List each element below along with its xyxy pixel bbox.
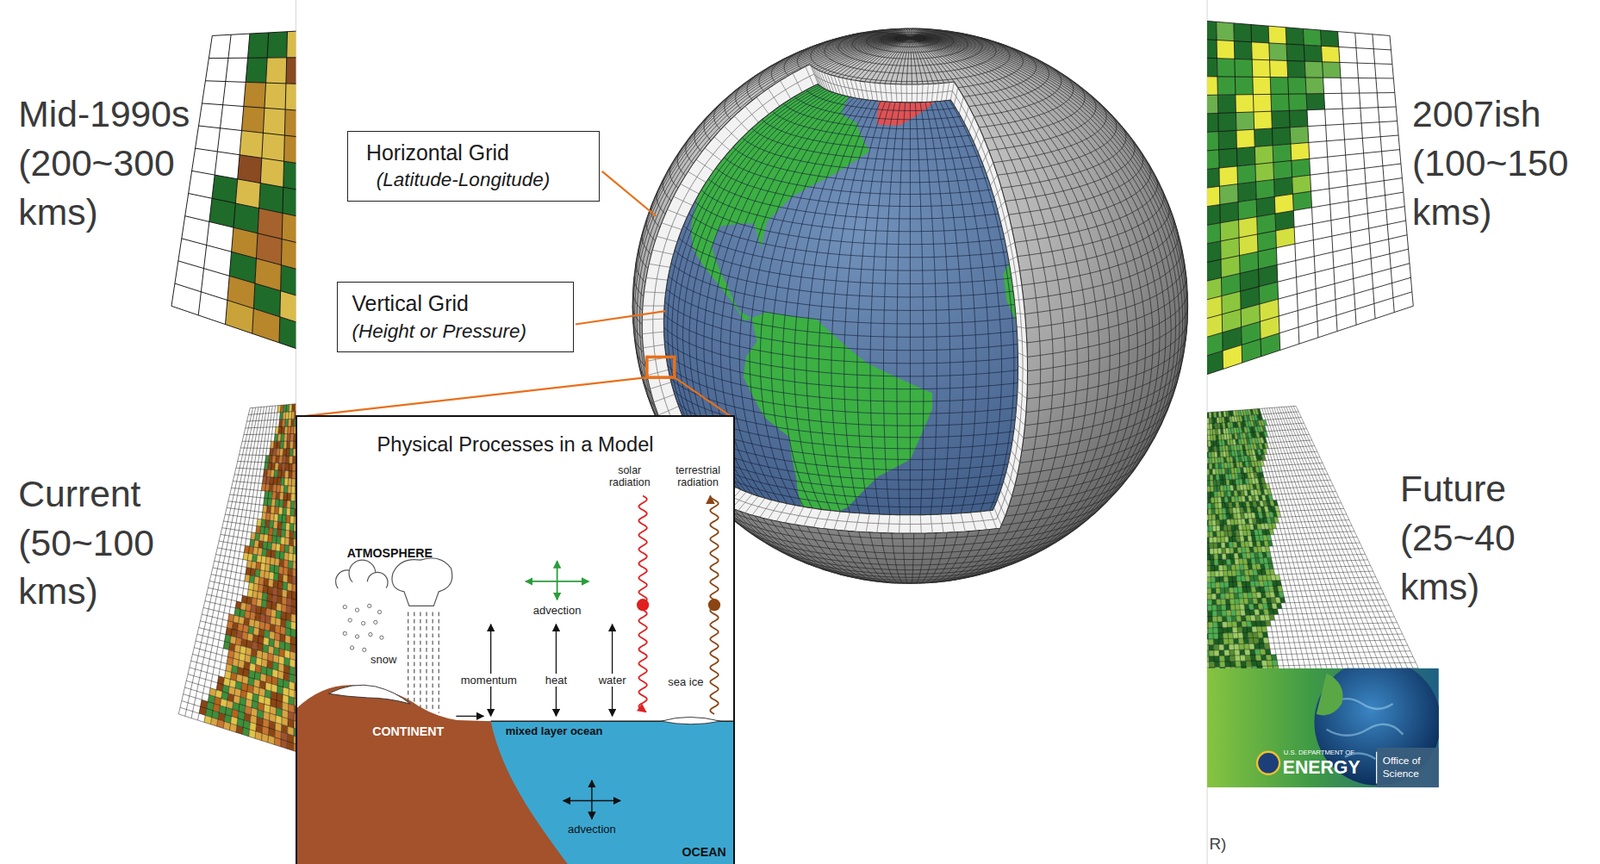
process-label: solar radiation	[604, 464, 654, 489]
rain-streaks	[408, 612, 440, 714]
logo-seal	[1257, 752, 1280, 775]
leader-line	[575, 311, 666, 324]
map-cells	[224, 300, 254, 335]
inset-panel: Physical Processes in a Model	[295, 415, 735, 864]
zoom-marker	[647, 356, 675, 378]
map-grid	[171, 31, 296, 353]
map-cells	[235, 31, 296, 326]
region-label: mixed layer ocean	[505, 724, 604, 739]
continent-shape	[984, 80, 1080, 208]
box-subheading: (Height or Pressure)	[351, 318, 559, 345]
flux-arrow	[555, 624, 557, 717]
radiation-dot	[636, 598, 649, 611]
zoom-line	[674, 377, 731, 417]
runoff-arrow	[455, 715, 484, 717]
resolution-label: Future (25~40 kms)	[1400, 464, 1554, 612]
callout-box: Vertical Grid(Height or Pressure)	[336, 281, 574, 354]
logo-land	[1316, 673, 1344, 716]
process-label: terrestrial radiation	[670, 464, 726, 489]
map-cells	[1207, 28, 1322, 363]
grid-map	[178, 403, 296, 756]
region-label: OCEAN	[682, 845, 727, 860]
cloud-base	[337, 581, 387, 598]
resolution-label: Current (50~100 kms)	[18, 469, 172, 617]
map-cells	[199, 403, 297, 751]
radiation-arrows	[636, 496, 721, 715]
process-label: advection	[567, 822, 617, 837]
logo-text: U.S. DEPARTMENT OF	[1283, 748, 1355, 757]
flux-label: water	[596, 673, 629, 688]
zoom-line	[304, 377, 648, 417]
fragment-text: R)	[1208, 834, 1227, 855]
snow-cloud	[336, 560, 388, 598]
box-subheading: (Latitude-Longitude)	[376, 167, 581, 193]
flux-arrow	[611, 624, 613, 717]
process-label: sea ice	[667, 675, 704, 690]
doe-logo	[1207, 668, 1439, 789]
storm-cloud	[392, 558, 453, 606]
box-heading: Horizontal Grid	[366, 138, 581, 169]
resolution-label: 2007ish (100~150 kms)	[1412, 89, 1594, 237]
grid-map	[171, 31, 296, 353]
process-label: snow	[370, 653, 397, 667]
logo-office-band	[1376, 747, 1439, 788]
box-heading: Physical Processes in a Model	[297, 431, 733, 460]
map-grid	[1207, 405, 1419, 673]
box-heading: Vertical Grid	[351, 289, 559, 319]
callout-box: Horizontal Grid(Latitude-Longitude)	[347, 130, 601, 203]
leader-line	[602, 171, 657, 217]
map-cells	[255, 208, 282, 266]
resolution-label: Mid-1990s (200~300 kms)	[18, 89, 200, 237]
radiation-dot	[708, 598, 721, 611]
region-label: CONTINENT	[372, 724, 444, 740]
map-grid	[1207, 20, 1414, 376]
snow-cap	[328, 684, 411, 704]
map-grid	[178, 403, 296, 756]
inset-ground	[295, 415, 735, 864]
grid-map	[1207, 405, 1419, 673]
process-label: advection	[533, 603, 582, 618]
flux-label: heat	[542, 673, 569, 688]
logo-text: ENERGY	[1282, 758, 1361, 779]
logo-text: Office of Science	[1382, 754, 1434, 779]
continent-shape	[1002, 192, 1165, 475]
ocean-advection-arrow	[591, 780, 592, 820]
region-label: ATMOSPHERE	[347, 546, 433, 561]
grid-map	[1207, 20, 1414, 376]
continent-body	[295, 684, 572, 864]
sea-ice-floe	[660, 716, 721, 724]
greenland-shape	[877, 69, 941, 126]
flux-arrow	[490, 624, 492, 717]
logo-divider	[1375, 752, 1377, 785]
advection-arrow	[556, 560, 559, 600]
leader-lines	[304, 171, 731, 417]
flux-label: momentum	[458, 673, 519, 688]
inset-illustration	[295, 415, 735, 864]
snowflakes	[342, 603, 384, 652]
